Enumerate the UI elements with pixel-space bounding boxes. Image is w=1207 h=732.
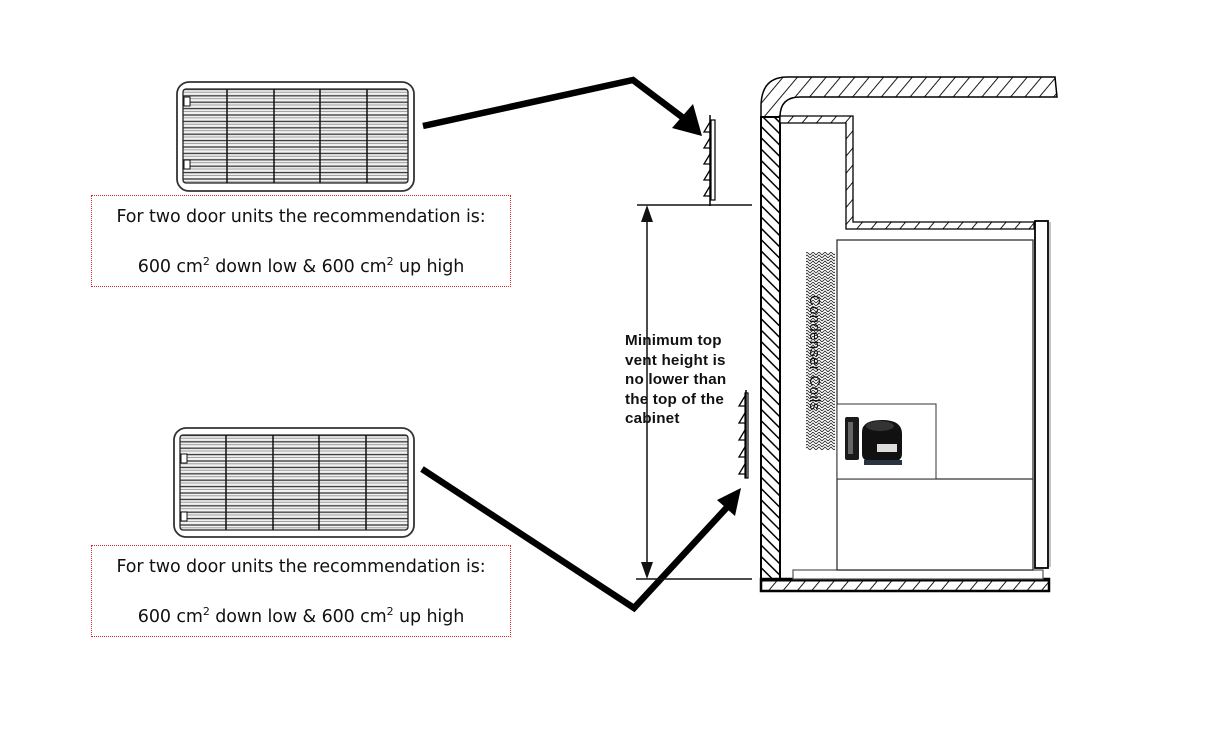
- condenser-coils: [806, 252, 835, 450]
- fridge-door: [1034, 220, 1049, 569]
- lower-wall-vent: [737, 390, 749, 479]
- unit-exponent: 2: [386, 255, 394, 268]
- recommendation-values: 600 cm2 down low & 600 cm2 up high: [92, 605, 510, 627]
- low-vent-label: down low &: [209, 607, 322, 627]
- unit-exponent: 2: [202, 605, 210, 618]
- upper-arrow: [422, 76, 702, 136]
- upper-cupboard: [779, 115, 1035, 230]
- low-vent-area: 600 cm: [137, 257, 203, 277]
- recommendation-heading: For two door units the recommendation is…: [116, 207, 486, 227]
- high-vent-label: up high: [393, 607, 465, 627]
- arrow-up-icon: [641, 205, 653, 222]
- clip-icon: [180, 511, 188, 522]
- low-vent-label: down low &: [209, 257, 322, 277]
- high-vent-area: 600 cm: [321, 257, 387, 277]
- unit-exponent: 2: [386, 605, 394, 618]
- cabinet-wall: [760, 116, 781, 581]
- recommendation-box-top: For two door units the recommendation is…: [91, 195, 511, 287]
- lower-vent-grille: [173, 427, 415, 538]
- cabinet-section: [759, 76, 1058, 593]
- arrowhead-icon: [717, 488, 741, 516]
- clip-icon: [180, 453, 188, 464]
- plinth: [792, 569, 1044, 580]
- recommendation-values: 600 cm2 down low & 600 cm2 up high: [92, 255, 510, 277]
- countertop: [760, 76, 1058, 118]
- clip-icon: [183, 96, 191, 107]
- unit-exponent: 2: [202, 255, 210, 268]
- upper-vent-grille: [176, 81, 415, 192]
- arrow-down-icon: [641, 562, 653, 579]
- high-vent-label: up high: [393, 257, 465, 277]
- upper-wall-vent: [702, 115, 716, 206]
- condenser-coils-label: Condenser Coils: [806, 295, 823, 411]
- minimum-vent-height-note: Minimum top vent height is no lower than…: [625, 332, 727, 427]
- compressor-icon: [845, 417, 902, 465]
- recommendation-box-bottom: For two door units the recommendation is…: [91, 545, 511, 637]
- recommendation-heading: For two door units the recommendation is…: [116, 557, 486, 577]
- low-vent-area: 600 cm: [137, 607, 203, 627]
- clip-icon: [183, 159, 191, 170]
- height-dimension: [636, 204, 752, 580]
- high-vent-area: 600 cm: [321, 607, 387, 627]
- lower-arrow: [420, 466, 741, 613]
